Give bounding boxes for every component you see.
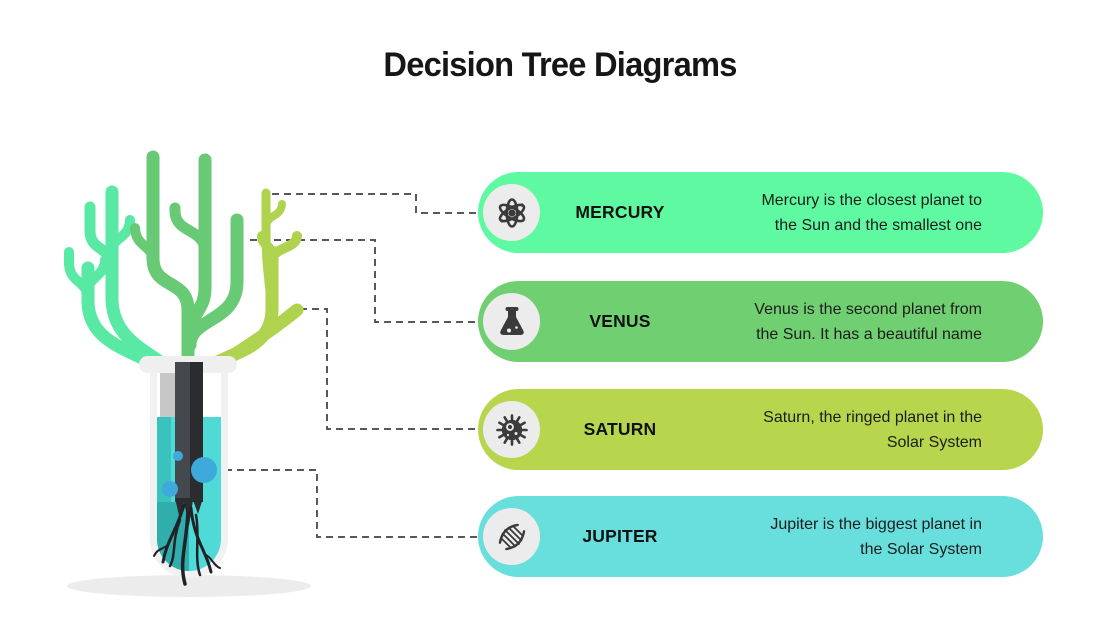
tree-branches-lime <box>200 188 304 375</box>
tree-branches-green <box>130 150 244 375</box>
card-venus: VENUS Venus is the second planet from th… <box>478 281 1043 362</box>
plant-roots <box>153 503 221 586</box>
dna-icon <box>498 523 525 550</box>
liquid-bubbles <box>162 451 217 497</box>
plant-trunk <box>175 362 203 526</box>
icon-circle <box>483 184 540 241</box>
page-title: Decision Tree Diagrams <box>383 46 737 84</box>
card-label: MERCURY <box>575 202 665 222</box>
connector-saturn <box>300 308 482 430</box>
card-label: VENUS <box>589 311 651 331</box>
icon-circle <box>483 508 540 565</box>
virus-icon <box>495 413 528 446</box>
connector-jupiter <box>225 469 482 538</box>
test-tube <box>139 356 237 586</box>
card-description: Venus is the second planet from the Sun.… <box>754 300 982 343</box>
card-description: Mercury is the closest planet to the Sun… <box>761 191 982 234</box>
card-label: SATURN <box>583 419 657 439</box>
atom-icon <box>498 197 525 228</box>
icon-circle <box>483 293 540 350</box>
card-mercury: MERCURY Mercury is the closest planet to… <box>478 172 1043 253</box>
card-label: JUPITER <box>582 526 658 546</box>
connector-venus <box>250 239 482 323</box>
tube-shadow <box>67 575 311 597</box>
flask-icon <box>499 306 524 335</box>
icon-circle <box>483 401 540 458</box>
card-saturn: SATURN Saturn, the ringed planet in the … <box>478 389 1043 470</box>
connector-lines <box>225 193 482 538</box>
connector-mercury <box>272 193 482 214</box>
card-description: Saturn, the ringed planet in the Solar S… <box>763 408 982 451</box>
card-description: Jupiter is the biggest planet in the Sol… <box>770 515 982 558</box>
card-jupiter: JUPITER Jupiter is the biggest planet in… <box>478 496 1043 577</box>
